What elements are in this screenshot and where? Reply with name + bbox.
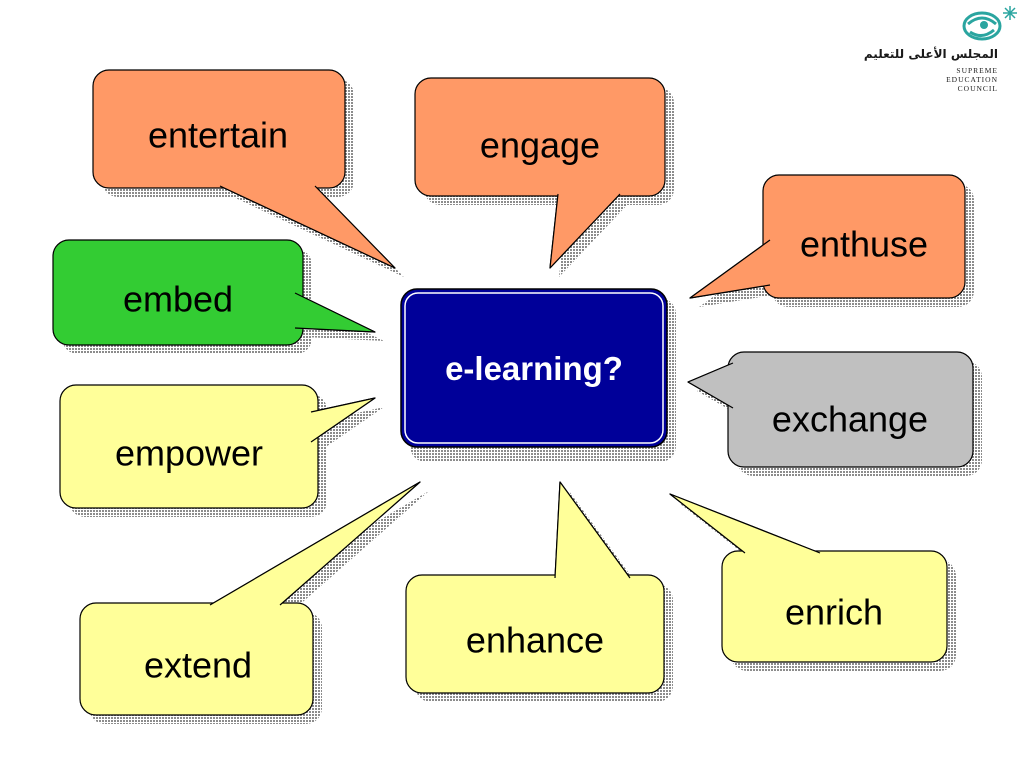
bubble-label-enrich: enrich xyxy=(785,592,883,633)
bubble-tail-edge xyxy=(689,239,771,299)
bubble-tail-edge xyxy=(549,193,621,269)
bubble-entertain: entertain xyxy=(92,69,404,277)
bubble-body xyxy=(414,77,666,197)
logo-arabic-name: المجلس الأعلى للتعليم xyxy=(863,47,998,61)
bubble-body xyxy=(52,239,304,346)
bubble-body xyxy=(405,574,665,694)
logo-line-2: EDUCATION xyxy=(946,75,998,84)
bubble-tail-edge xyxy=(209,481,421,606)
supreme-education-council-logo: المجلس الأعلى للتعليم SUPREME EDUCATION … xyxy=(864,4,1020,100)
bubble-body xyxy=(727,351,974,468)
center-label: e-learning? xyxy=(445,350,623,387)
bubble-tail-edge xyxy=(219,185,396,269)
bubble-enrich: enrich xyxy=(669,493,956,671)
bubble-tail-edge xyxy=(687,362,734,409)
bubble-label-exchange: exchange xyxy=(772,399,928,440)
center-box xyxy=(400,288,668,448)
logo-line-1: SUPREME xyxy=(956,66,998,75)
bubble-embed: embed xyxy=(52,239,384,354)
bubble-body xyxy=(79,602,314,716)
bubble-layer: entertain engage enthuse embed exchange empow… xyxy=(52,69,982,724)
logo-line-3: COUNCIL xyxy=(957,84,998,93)
bubble-tail-edge xyxy=(669,493,821,554)
bubble-label-embed: embed xyxy=(123,279,233,320)
bubble-exchange: exchange xyxy=(687,351,982,476)
bubble-label-extend: extend xyxy=(144,645,252,686)
bubble-enhance: enhance xyxy=(405,481,673,702)
bubble-label-entertain: entertain xyxy=(148,115,288,156)
bubble-label-enhance: enhance xyxy=(466,620,604,661)
bubble-extend: extend xyxy=(79,481,429,724)
bubble-body xyxy=(92,69,346,189)
bubble-tail-edge xyxy=(294,292,376,333)
bubble-tail-fill xyxy=(555,482,630,578)
bubble-label-empower: empower xyxy=(115,433,263,474)
logo-english-name: SUPREME EDUCATION COUNCIL xyxy=(946,66,998,93)
bubble-empower: empower xyxy=(59,384,384,517)
bubble-tail-fill xyxy=(688,363,733,408)
bubble-body xyxy=(721,550,948,663)
center-node: e-learning? xyxy=(400,288,676,462)
bubble-engage: engage xyxy=(414,77,674,277)
logo-emblem-icon xyxy=(962,6,1017,41)
bubble-tail-edge xyxy=(310,397,376,443)
bubble-label-engage: engage xyxy=(480,125,600,166)
bubble-body xyxy=(762,174,966,299)
bubble-tail-shadow xyxy=(229,195,404,277)
center-box-inner-border xyxy=(404,292,664,444)
bubble-tail-edge xyxy=(554,481,631,579)
bubble-enthuse: enthuse xyxy=(689,174,974,307)
bubble-body xyxy=(59,384,319,509)
bubble-label-enthuse: enthuse xyxy=(800,224,928,265)
